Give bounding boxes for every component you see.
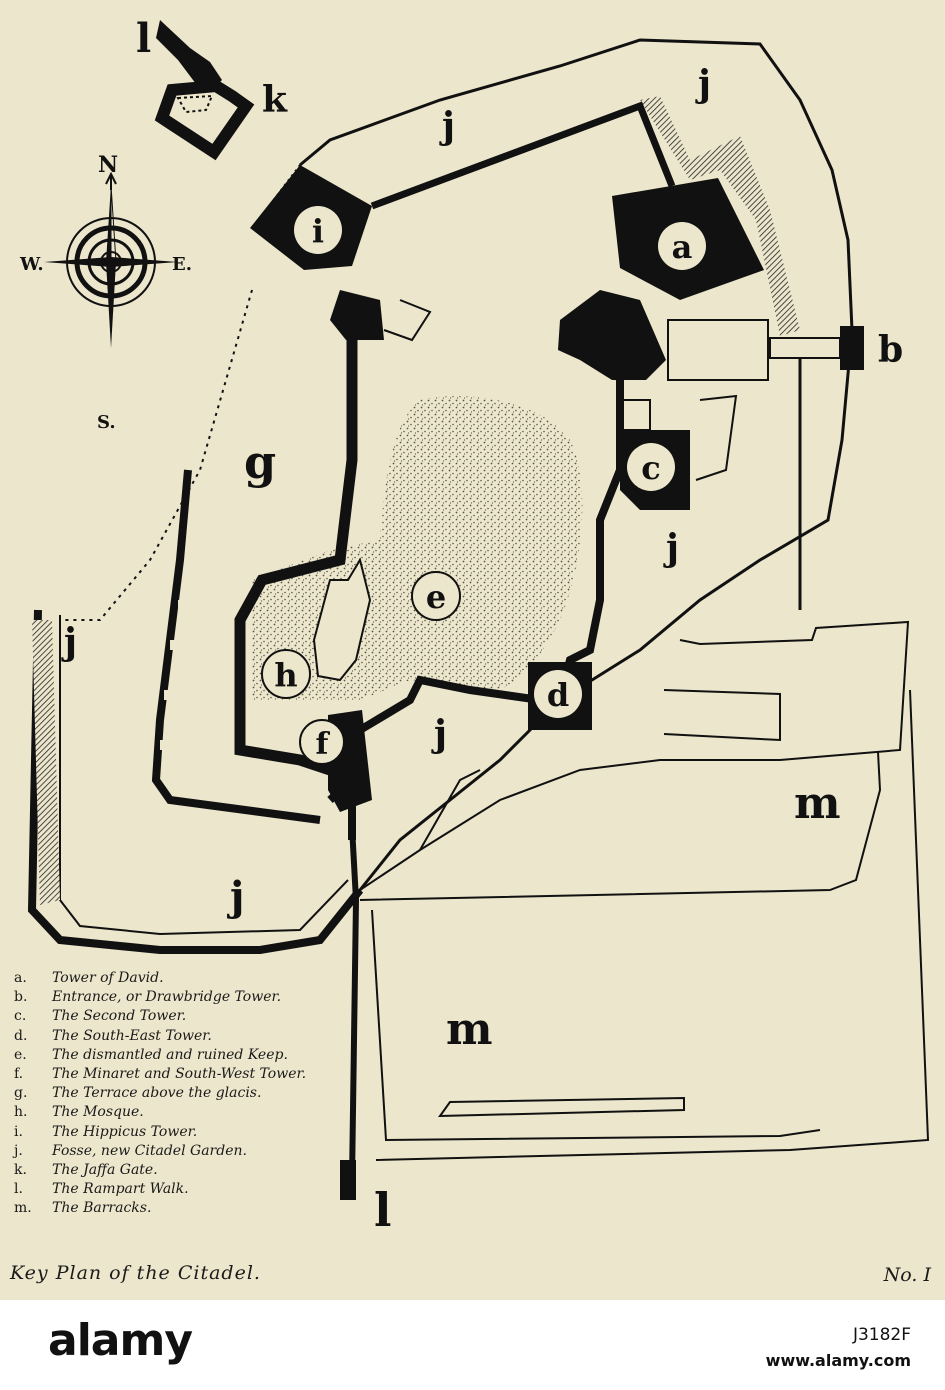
compass-rose bbox=[44, 171, 178, 348]
label-j-northeast: j bbox=[695, 63, 711, 105]
citadel-plan: i a c d e h f b g j j j j j j k l l m m … bbox=[19, 15, 930, 1237]
compass-north: N bbox=[98, 152, 118, 178]
label-j-north: j bbox=[439, 105, 455, 147]
drawbridge-tower bbox=[769, 326, 864, 610]
outer-fosse-wall bbox=[27, 38, 854, 954]
watermark-image-id: J3182F bbox=[852, 1325, 911, 1345]
tower-label-d: d bbox=[534, 670, 582, 718]
legend-text: Tower of David. bbox=[52, 970, 164, 986]
legend-key: f. bbox=[14, 1066, 24, 1083]
rampart-walk-battlement bbox=[160, 480, 204, 750]
mosque-outline bbox=[312, 557, 372, 682]
legend-key: k. bbox=[14, 1162, 27, 1179]
legend-key: l. bbox=[14, 1181, 23, 1198]
label-j-south: j bbox=[431, 713, 447, 755]
legend-item: h. The Mosque. bbox=[14, 1103, 434, 1122]
svg-text:i: i bbox=[312, 212, 324, 250]
label-g: g bbox=[244, 435, 276, 489]
legend-key: g. bbox=[14, 1085, 28, 1102]
legend-text: The Barracks. bbox=[52, 1200, 152, 1217]
label-b: b bbox=[878, 329, 903, 371]
ruined-keep-area bbox=[252, 396, 583, 700]
east-escarpment bbox=[640, 96, 800, 336]
tower-a-outlines bbox=[383, 299, 769, 481]
legend-text: Entrance, or Drawbridge Tower. bbox=[52, 989, 282, 1006]
label-m-south: m bbox=[446, 1004, 493, 1055]
label-l-north: l bbox=[136, 15, 151, 62]
compass-south: S. bbox=[97, 412, 116, 433]
legend-item: k. The Jaffa Gate. bbox=[14, 1161, 434, 1180]
svg-text:f: f bbox=[316, 727, 331, 762]
legend-key: m. bbox=[14, 1200, 32, 1217]
legend-key: d. bbox=[14, 1027, 28, 1044]
legend-key: c. bbox=[14, 1008, 27, 1025]
watermark-bar bbox=[0, 1300, 945, 1390]
legend-item: e. The dismantled and ruined Keep. bbox=[14, 1046, 434, 1065]
tower-label-c: c bbox=[627, 443, 675, 491]
legend-text: The Second Tower. bbox=[52, 1008, 187, 1025]
label-l-south: l bbox=[374, 1183, 391, 1237]
legend-item: c. The Second Tower. bbox=[14, 1007, 434, 1026]
rampart-walk-south bbox=[340, 1160, 356, 1200]
plan-plate: i a c d e h f b g j j j j j j k l l m m … bbox=[10, 15, 931, 1286]
label-j-east: j bbox=[663, 527, 679, 569]
legend-text: The Rampart Walk. bbox=[52, 1181, 189, 1198]
legend-item: j. Fosse, new Citadel Garden. bbox=[14, 1142, 434, 1161]
barracks bbox=[359, 620, 930, 1161]
legend-text: The Hippicus Tower. bbox=[52, 1123, 198, 1140]
svg-text:h: h bbox=[274, 656, 297, 694]
jaffa-gate bbox=[154, 20, 255, 161]
legend-item: i. The Hippicus Tower. bbox=[14, 1123, 434, 1142]
legend-item: a. Tower of David. bbox=[14, 969, 434, 988]
legend-text: The South-East Tower. bbox=[52, 1027, 212, 1044]
legend-item: l. The Rampart Walk. bbox=[14, 1180, 434, 1199]
legend-text: The Minaret and South-West Tower. bbox=[52, 1066, 307, 1083]
label-j-west: j bbox=[61, 621, 77, 663]
label-k: k bbox=[262, 79, 288, 121]
tower-label-a: a bbox=[658, 222, 706, 270]
legend-item: d. The South-East Tower. bbox=[14, 1027, 434, 1046]
watermark-info: J3182F www.alamy.com bbox=[766, 1322, 911, 1374]
plate-number: No. I bbox=[883, 1264, 931, 1286]
svg-text:e: e bbox=[426, 578, 446, 616]
legend-item: g. The Terrace above the glacis. bbox=[14, 1084, 434, 1103]
compass-west: W. bbox=[19, 254, 44, 275]
legend-text: The Mosque. bbox=[52, 1104, 144, 1121]
legend-text: Fosse, new Citadel Garden. bbox=[52, 1142, 247, 1159]
legend-item: f. The Minaret and South-West Tower. bbox=[14, 1065, 434, 1084]
svg-text:d: d bbox=[547, 676, 569, 714]
svg-text:c: c bbox=[641, 449, 660, 487]
watermark-url: www.alamy.com bbox=[765, 1351, 911, 1370]
legend-key: h. bbox=[14, 1104, 28, 1121]
minaret-label-f: f bbox=[299, 719, 345, 765]
svg-text:a: a bbox=[672, 228, 693, 266]
legend-key: e. bbox=[14, 1046, 27, 1063]
label-j-southwest: j bbox=[227, 873, 244, 920]
tower-label-i: i bbox=[294, 206, 342, 254]
watermark-logo: alamy bbox=[48, 1315, 193, 1366]
label-m-east: m bbox=[794, 778, 841, 829]
mosque-label-h: h bbox=[261, 649, 311, 699]
legend-item: b. Entrance, or Drawbridge Tower. bbox=[14, 988, 434, 1007]
legend-key: b. bbox=[14, 989, 28, 1006]
legend-item: m. The Barracks. bbox=[14, 1199, 434, 1218]
legend-text: The Jaffa Gate. bbox=[52, 1162, 158, 1179]
compass-east: E. bbox=[172, 254, 192, 275]
plan-legend: a. Tower of David. b. Entrance, or Drawbrid… bbox=[14, 969, 434, 1219]
keep-label-e: e bbox=[411, 571, 461, 621]
legend-text: The dismantled and ruined Keep. bbox=[52, 1046, 288, 1063]
plate-caption: Key Plan of the Citadel. bbox=[10, 1262, 261, 1284]
legend-key: j. bbox=[14, 1142, 23, 1159]
legend-key: a. bbox=[14, 970, 27, 986]
legend-text: The Terrace above the glacis. bbox=[52, 1085, 262, 1102]
legend-key: i. bbox=[14, 1123, 23, 1140]
